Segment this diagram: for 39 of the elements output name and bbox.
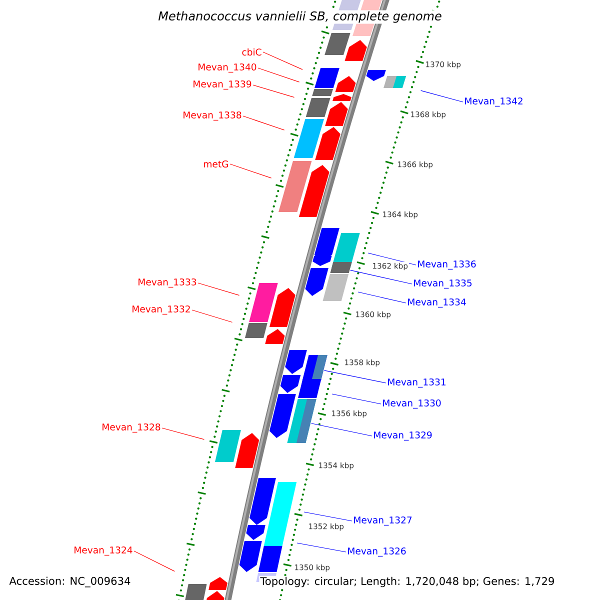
gene-label: Mevan_1331 [388, 378, 446, 388]
gene-label: Mevan_1342 [465, 97, 522, 107]
leader-line [332, 394, 382, 404]
gene-label: Mevan_1333 [138, 278, 196, 288]
footer-text: Topology: circular; Length: 1,720,048 bp; Genes: 1,729 [259, 576, 556, 588]
gene-label: Mevan_1338 [184, 111, 242, 121]
footer-text: Accession: NC_009634 [8, 576, 132, 588]
gene-label: Mevan_1324 [74, 546, 132, 556]
leader-line [262, 52, 303, 70]
leader-line [198, 282, 240, 296]
gene-label: Mevan_1334 [408, 298, 466, 308]
gene-label: Mevan_1328 [102, 423, 160, 433]
leader-line [252, 84, 295, 98]
gene-label: Mevan_1327 [354, 516, 412, 526]
leader-line [134, 550, 175, 572]
leader-line [310, 423, 372, 436]
title: Methanococcus vannielii SB, complete genome [157, 10, 443, 24]
gene-label: Mevan_1336 [418, 260, 476, 270]
leader-line [162, 428, 205, 440]
gene-label: Mevan_1335 [414, 279, 472, 289]
leader-line [304, 512, 352, 522]
gene-label: Mevan_1330 [383, 399, 441, 409]
leader-line [358, 292, 406, 304]
gene-label: cbiC [242, 48, 262, 56]
leader-line [324, 370, 386, 384]
gene-label: Mevan_1332 [132, 305, 190, 315]
leader-line [350, 270, 412, 284]
leader-line [192, 310, 233, 323]
leader-line [230, 164, 272, 178]
gene-label: metG [204, 160, 228, 168]
gene-label: Mevan_1329 [374, 431, 432, 441]
leader-line [296, 542, 346, 552]
leader-line [258, 68, 300, 82]
leader-line [420, 90, 464, 102]
leader-line [242, 116, 285, 130]
leader-line [368, 252, 416, 266]
gene-label: Mevan_1339 [194, 80, 252, 90]
gene-label: Mevan_1326 [348, 547, 406, 557]
gene-label: Mevan_1340 [198, 63, 256, 73]
